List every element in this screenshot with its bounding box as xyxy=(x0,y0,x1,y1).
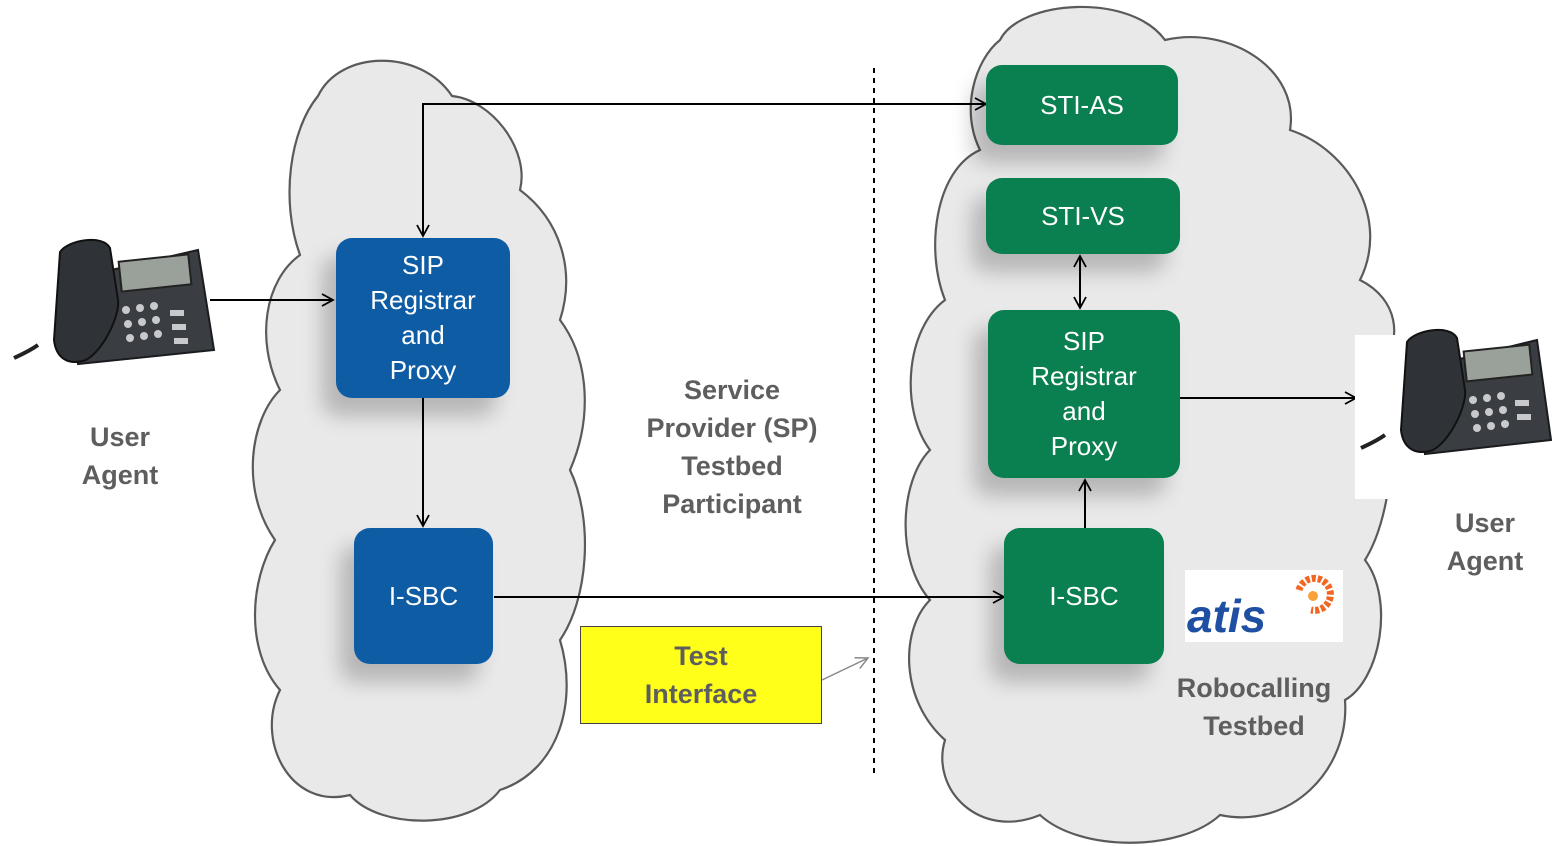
phone-icon xyxy=(13,238,216,366)
atis-sunburst-icon xyxy=(1295,574,1334,614)
test-interface-box: Test Interface xyxy=(580,626,822,724)
rt-isbc-node: I-SBC xyxy=(1004,528,1164,664)
user-agent-left-label: User Agent xyxy=(81,422,159,490)
phone-icon xyxy=(1360,328,1552,456)
sp-cloud xyxy=(251,59,587,822)
connector-sp-proxy-to-sti-as xyxy=(416,97,988,238)
atis-logo-text: atis xyxy=(1187,590,1266,642)
user-agent-right-label: User Agent xyxy=(1446,508,1524,576)
sti-vs-node: STI-VS xyxy=(986,178,1180,254)
robocalling-testbed-label: Robocalling Testbed xyxy=(1176,673,1332,741)
rt-sip-registrar-proxy-node: SIP Registrar and Proxy xyxy=(988,310,1180,478)
sti-as-node: STI-AS xyxy=(986,65,1178,145)
connector-test-interface xyxy=(821,657,870,681)
sp-isbc-node: I-SBC xyxy=(354,528,493,664)
sp-sip-registrar-proxy-node: SIP Registrar and Proxy xyxy=(336,238,510,398)
sp-testbed-label: Service Provider (SP) Testbed Participan… xyxy=(646,375,818,519)
atis-logo: atis xyxy=(1185,570,1343,642)
